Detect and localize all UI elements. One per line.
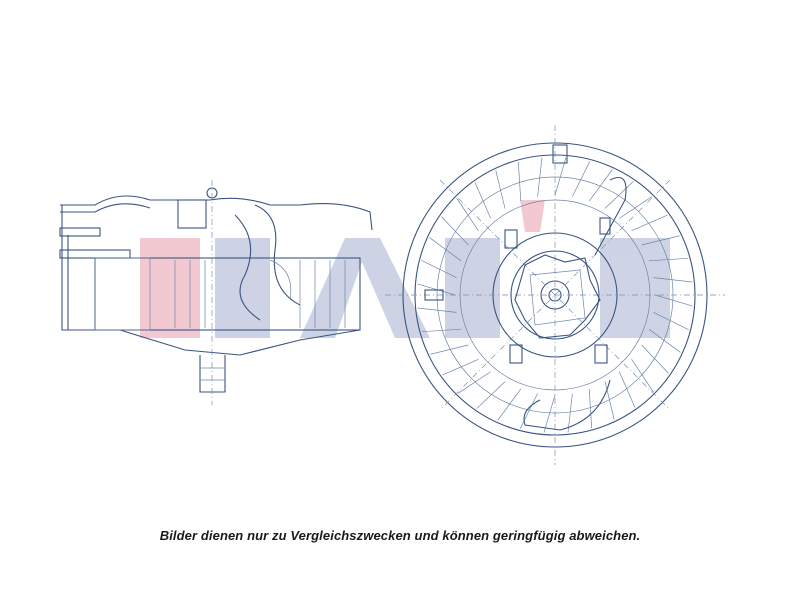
fan-blade — [618, 371, 636, 408]
fan-blade — [442, 358, 479, 376]
fan-blade — [537, 157, 543, 197]
fan-blade — [495, 170, 506, 209]
side-view — [59, 180, 373, 405]
fan-blade — [421, 328, 462, 333]
fan-blade — [641, 344, 669, 374]
fan-blade — [572, 161, 591, 197]
fan-blade — [421, 259, 457, 278]
fan-blade — [648, 257, 689, 262]
fan-blade — [441, 216, 469, 246]
fan-blade — [588, 169, 613, 202]
fan-blade — [429, 237, 462, 262]
fan-blade — [567, 393, 573, 433]
fan-blade — [641, 235, 680, 246]
fan-blade — [456, 197, 479, 231]
disclaimer-caption: Bilder dienen nur zu Vergleichszwecken u… — [159, 528, 641, 543]
front-view — [385, 125, 725, 465]
fan-blade — [604, 181, 634, 209]
fan-blade — [457, 371, 491, 394]
fan-blade — [474, 182, 492, 219]
fan-blade — [517, 161, 522, 202]
fan-blade — [543, 394, 556, 433]
fan-blade — [519, 393, 538, 429]
fan-blade — [554, 157, 567, 196]
fan-blade — [476, 381, 506, 409]
fan-blade — [654, 294, 693, 307]
fan-blade — [631, 214, 668, 232]
fan-blade — [648, 328, 681, 353]
fan-blade — [430, 344, 469, 355]
fan-blade — [417, 307, 457, 313]
fan-blade — [653, 277, 693, 283]
fan-blade — [497, 388, 522, 421]
fan-blade — [653, 312, 689, 331]
fan-blade — [604, 381, 615, 420]
fan-blade — [631, 359, 654, 393]
watermark-logo — [140, 200, 670, 338]
fan-blade — [619, 196, 653, 219]
fan-blade — [588, 388, 593, 429]
